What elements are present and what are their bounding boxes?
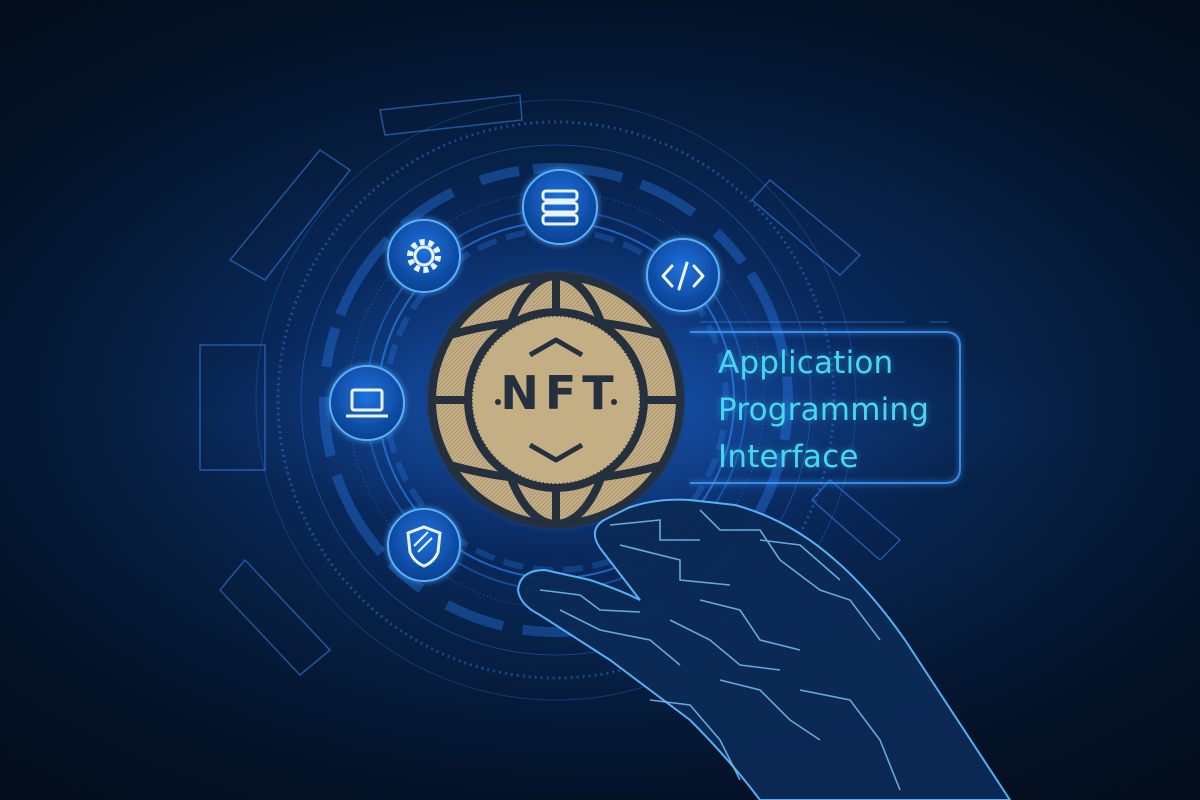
api-label-line-1: Application bbox=[718, 345, 894, 381]
database-icon[interactable] bbox=[522, 169, 598, 245]
shield-icon[interactable] bbox=[387, 508, 461, 582]
robotic-hand bbox=[516, 498, 1012, 800]
hud-panels bbox=[199, 94, 902, 677]
api-label: Application Programming Interface bbox=[718, 340, 929, 481]
globe-icon bbox=[426, 270, 686, 530]
code-icon[interactable] bbox=[646, 238, 720, 312]
api-label-line-2: Programming bbox=[718, 392, 930, 428]
laptop-icon[interactable] bbox=[329, 365, 405, 441]
nft-label: NFT bbox=[500, 366, 620, 420]
api-label-line-3: Interface bbox=[718, 439, 859, 475]
gear-icon[interactable] bbox=[387, 219, 461, 293]
nft-badge-text: NFT bbox=[480, 366, 640, 420]
api-label-frame bbox=[690, 321, 961, 484]
